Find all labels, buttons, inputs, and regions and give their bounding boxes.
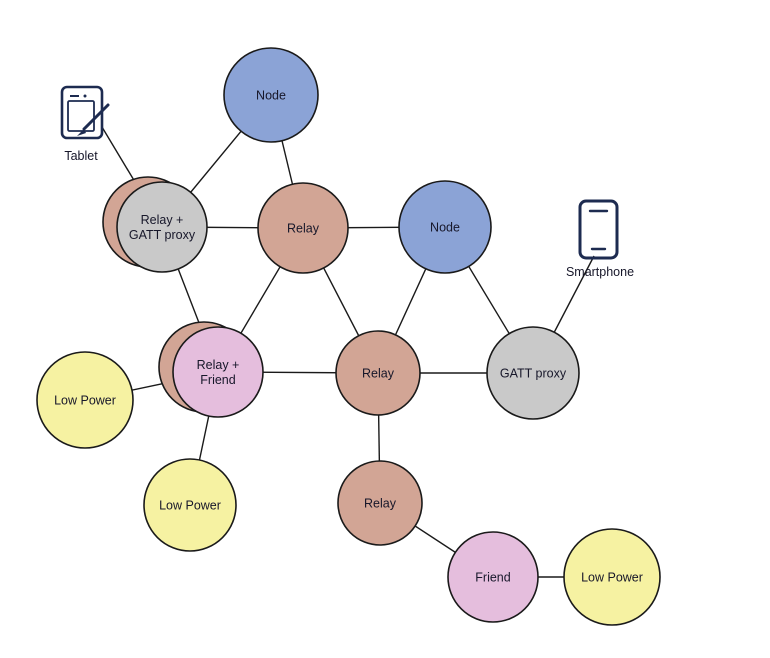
- node-gatt-proxy-circle: [486, 326, 580, 420]
- node-relay-gatt-proxy-label: Relay +GATT proxy: [129, 213, 196, 242]
- node-relay-gatt-proxy: Relay +GATT proxy: [102, 176, 208, 273]
- node-low-power-3: Low Power: [563, 528, 661, 626]
- node-low-power-1-label: Low Power: [54, 394, 116, 408]
- node-friend-1-circle: [447, 531, 539, 623]
- node-node-right-circle: [398, 180, 492, 274]
- node-low-power-2-label: Low Power: [159, 499, 221, 513]
- node-low-power-2: Low Power: [143, 458, 237, 552]
- node-relay-2-circle: [335, 330, 421, 416]
- node-relay-1-label: Relay: [287, 222, 320, 236]
- node-gatt-proxy-label: GATT proxy: [500, 367, 567, 381]
- node-node-top: Node: [223, 47, 319, 143]
- smartphone-label: Smartphone: [566, 265, 634, 279]
- node-node-right-label: Node: [430, 221, 460, 235]
- node-relay-friend: Relay +Friend: [158, 321, 264, 418]
- tablet-icon: [60, 85, 110, 140]
- node-low-power-3-label: Low Power: [581, 571, 643, 585]
- node-node-right: Node: [398, 180, 492, 274]
- node-relay-gatt-proxy-circle: [116, 181, 208, 273]
- node-node-top-label: Node: [256, 89, 286, 103]
- node-low-power-3-circle: [563, 528, 661, 626]
- node-relay-2: Relay: [335, 330, 421, 416]
- node-node-top-circle: [223, 47, 319, 143]
- node-low-power-1: Low Power: [36, 351, 134, 449]
- node-relay-friend-label: Relay +Friend: [197, 358, 240, 387]
- node-gatt-proxy: GATT proxy: [486, 326, 580, 420]
- tablet-label: Tablet: [64, 149, 98, 163]
- node-low-power-1-circle: [36, 351, 134, 449]
- smartphone-icon: [578, 199, 619, 260]
- node-relay-3-label: Relay: [364, 497, 397, 511]
- node-friend-1-label: Friend: [475, 571, 510, 585]
- node-relay-1-circle: [257, 182, 349, 274]
- node-relay-1: Relay: [257, 182, 349, 274]
- node-friend-1: Friend: [447, 531, 539, 623]
- node-relay-3: Relay: [337, 460, 423, 546]
- node-relay-2-label: Relay: [362, 367, 395, 381]
- node-relay-friend-circle: [172, 326, 264, 418]
- devices-layer: Tablet Smartphone: [60, 85, 634, 279]
- node-low-power-2-circle: [143, 458, 237, 552]
- node-relay-3-circle: [337, 460, 423, 546]
